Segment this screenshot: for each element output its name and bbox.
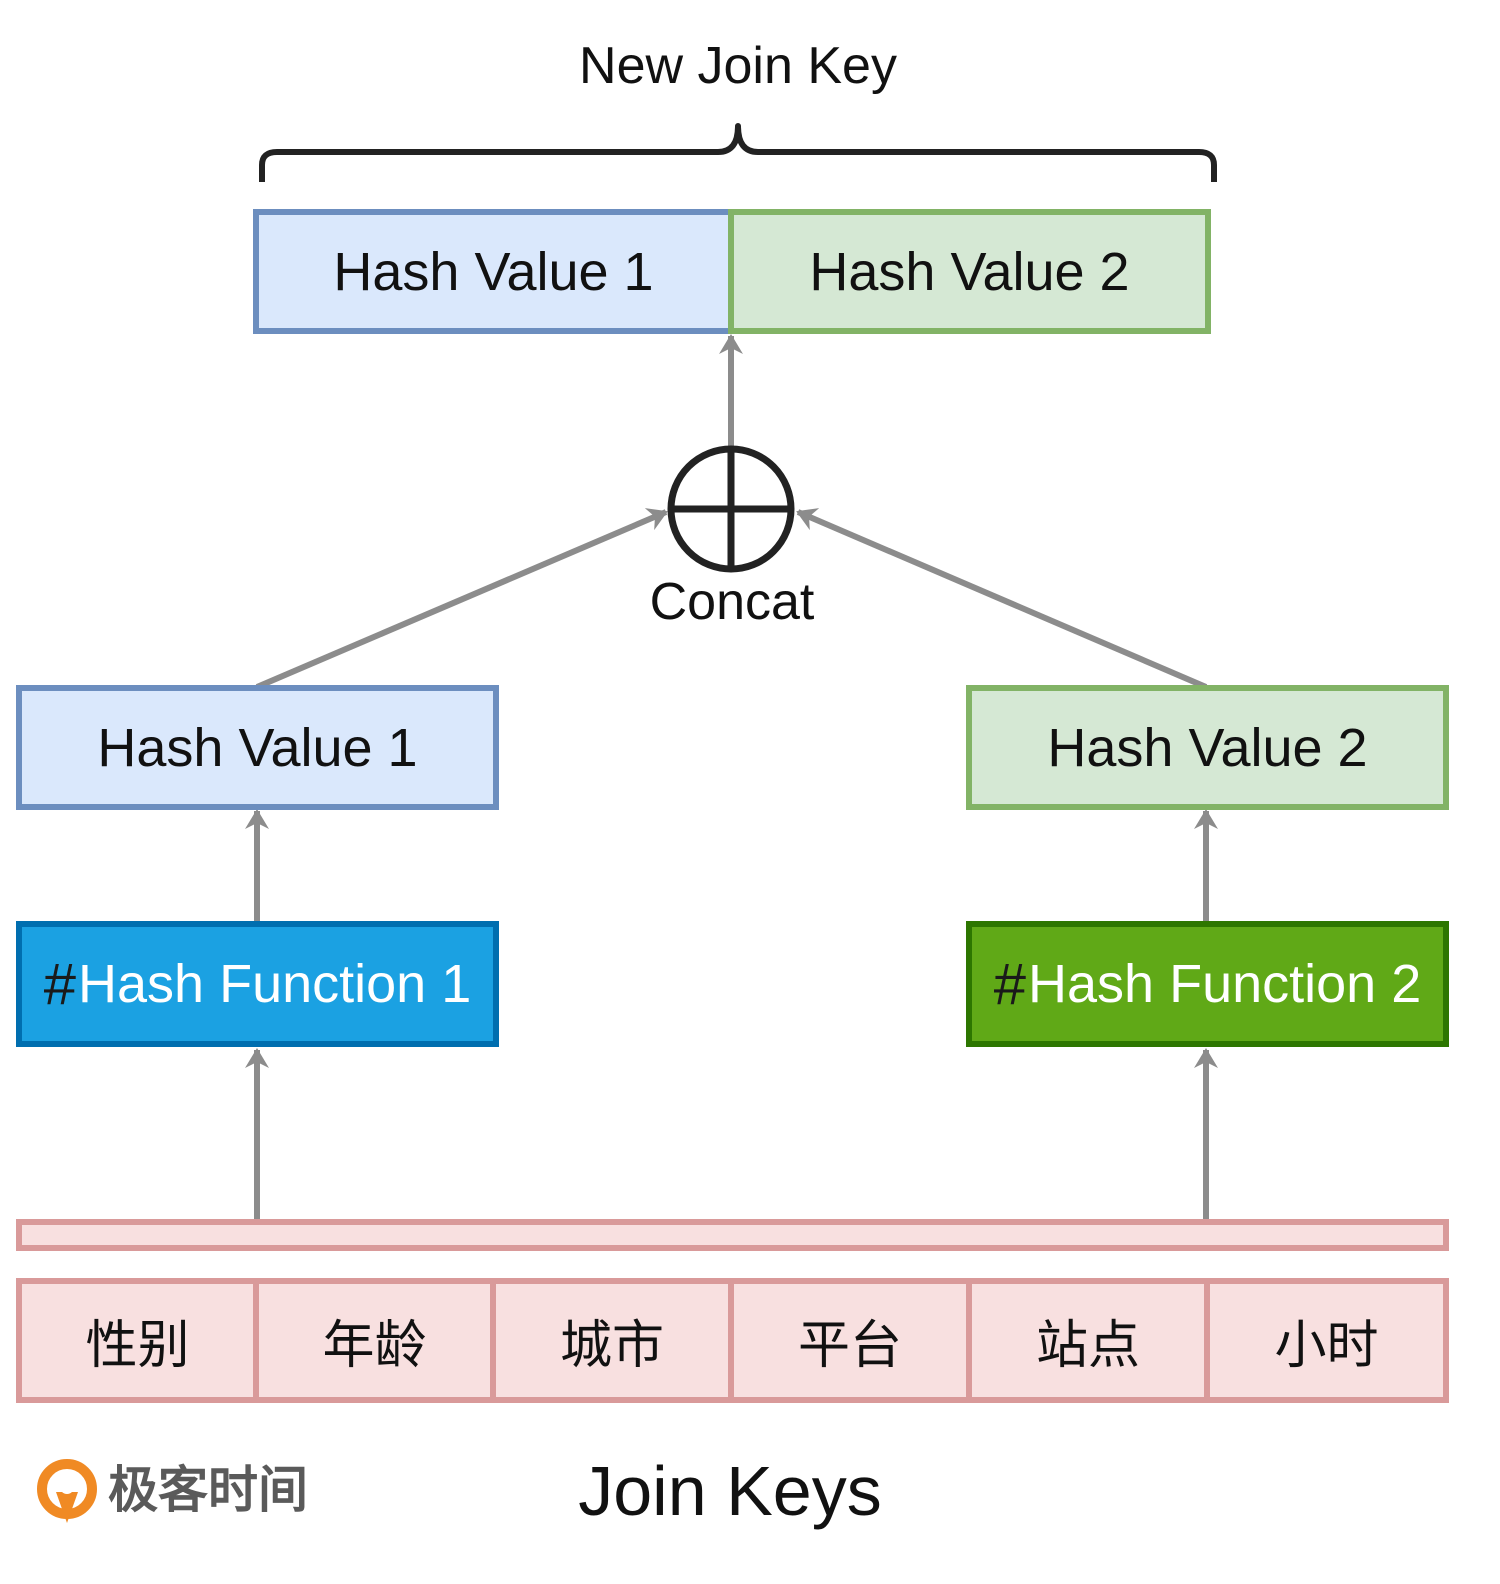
logo-text: 极客时间	[108, 1461, 308, 1519]
hash-symbol-icon: #	[43, 951, 77, 1017]
join-keys-group-bar	[16, 1219, 1449, 1251]
new-join-key-title: New Join Key	[579, 37, 897, 95]
hash-function-1: # Hash Function 1	[16, 921, 499, 1047]
join-key-label: 城市	[559, 1316, 664, 1376]
join-key-city: 城市	[490, 1278, 734, 1403]
hash-function-2: # Hash Function 2	[966, 921, 1449, 1047]
hash-value-2-label: Hash Value 2	[1047, 717, 1368, 778]
hash-symbol-icon: #	[993, 951, 1027, 1017]
arrow-hv1-to-concat	[255, 508, 668, 690]
combined-hash-value-2: Hash Value 2	[728, 209, 1211, 334]
join-keys-label: Join Keys	[578, 1452, 882, 1530]
logo-icon	[37, 1459, 97, 1523]
hash-function-1-label: Hash Function 1	[78, 954, 472, 1014]
join-key-label: 小时	[1274, 1316, 1379, 1376]
combined-hash-value-1: Hash Value 1	[253, 209, 734, 334]
join-key-label: 站点	[1035, 1316, 1140, 1376]
combined-hash-value-2-label: Hash Value 2	[809, 241, 1130, 302]
hash-function-2-label: Hash Function 2	[1028, 954, 1422, 1014]
join-key-site: 站点	[966, 1278, 1210, 1403]
join-key-age: 年龄	[253, 1278, 496, 1403]
join-key-label: 年龄	[322, 1316, 427, 1376]
concat-operator-icon	[667, 445, 795, 573]
hash-value-1-label: Hash Value 1	[97, 717, 418, 778]
hash-value-2: Hash Value 2	[966, 685, 1449, 810]
join-key-label: 性别	[85, 1316, 190, 1376]
hash-value-1: Hash Value 1	[16, 685, 499, 810]
brace	[259, 123, 1217, 182]
combined-hash-value-1-label: Hash Value 1	[333, 241, 654, 302]
join-key-label: 平台	[797, 1316, 902, 1376]
join-key-gender: 性别	[16, 1278, 259, 1403]
arrow-hv2-to-concat	[796, 508, 1208, 690]
concat-label: Concat	[649, 573, 815, 631]
join-key-platform: 平台	[728, 1278, 972, 1403]
join-key-hour: 小时	[1204, 1278, 1449, 1403]
